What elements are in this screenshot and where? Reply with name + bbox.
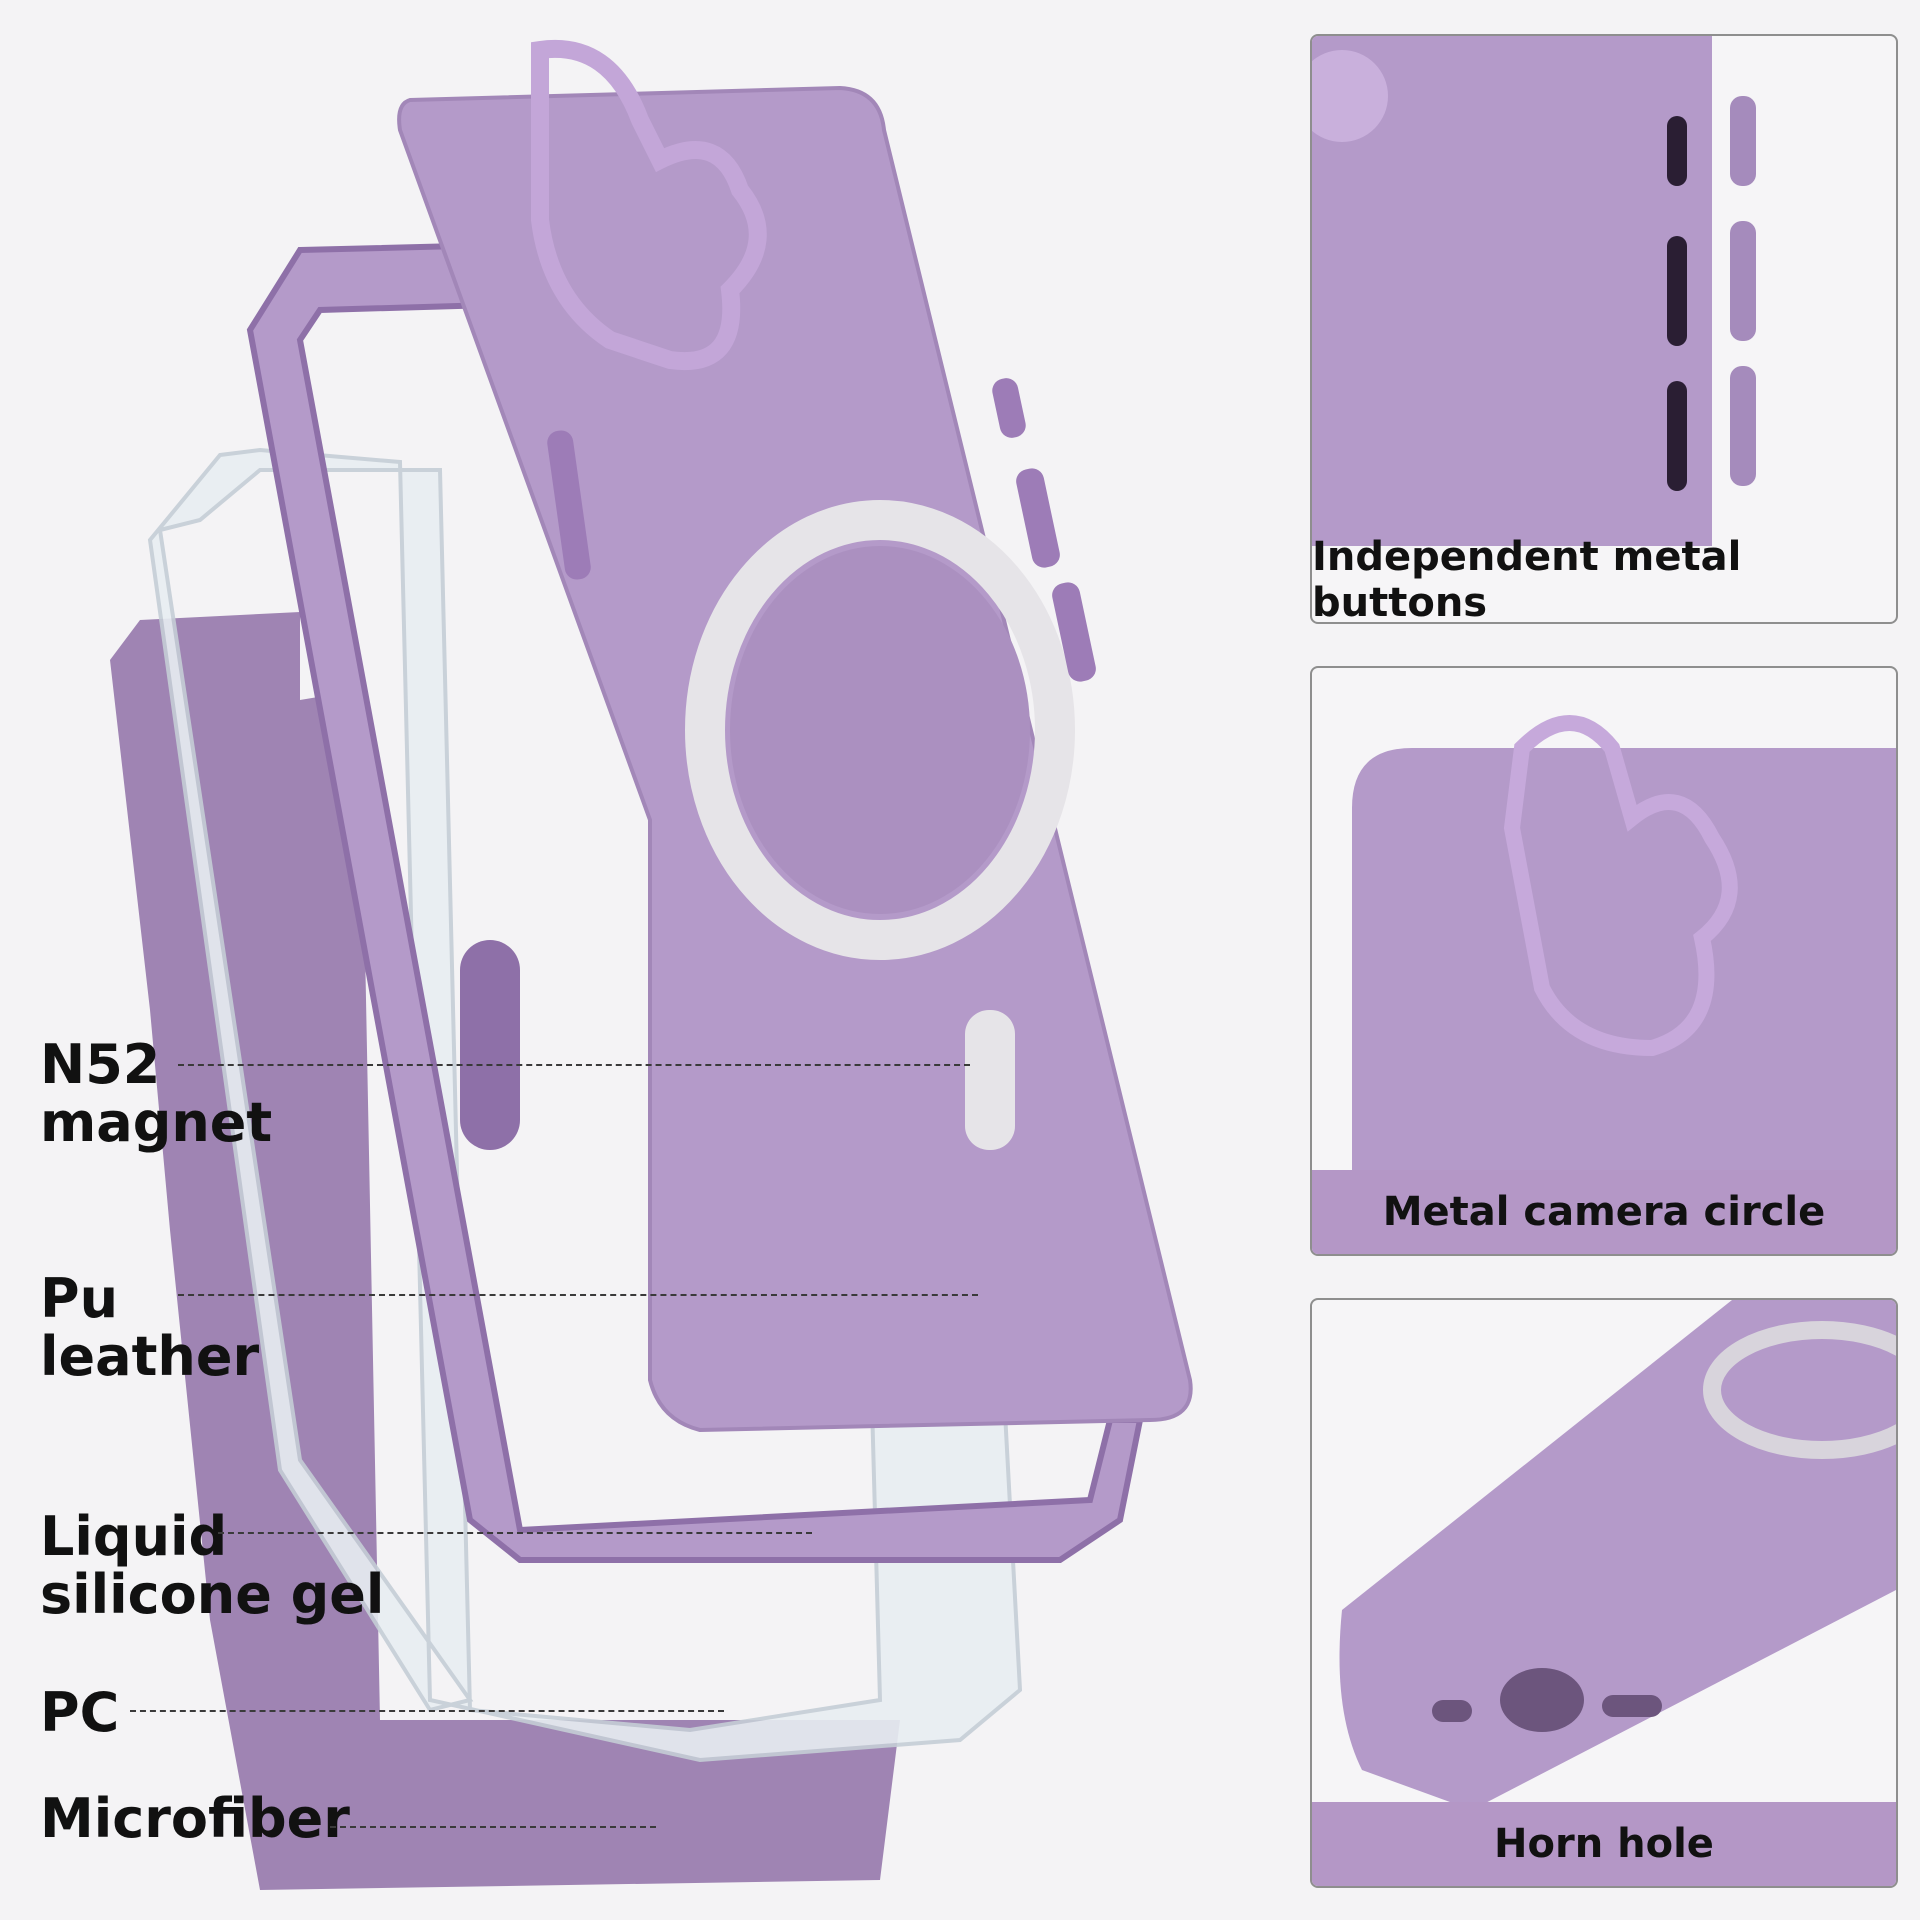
layer-label-line: Liquid xyxy=(40,1505,228,1568)
button-cutout xyxy=(1667,381,1687,491)
button-cutout xyxy=(1667,116,1687,186)
layer-label-line: PC xyxy=(40,1681,120,1744)
microfiber-lining xyxy=(110,612,900,1890)
layer-label-pc: PC xyxy=(40,1684,119,1742)
metal-button xyxy=(1730,366,1756,486)
case-bottom xyxy=(1339,1300,1896,1810)
magsafe-ring xyxy=(1703,1321,1896,1459)
metal-button-action xyxy=(992,378,1026,438)
panel-side-button xyxy=(547,430,591,580)
metal-button xyxy=(1730,96,1756,186)
feature-panel-buttons: Independent metal buttons xyxy=(1310,34,1898,624)
layer-label-line: Pu xyxy=(40,1267,119,1330)
n52-magnet-bar xyxy=(965,1010,1015,1150)
layer-label-line: silicone gel xyxy=(40,1563,385,1626)
metal-button xyxy=(1730,221,1756,341)
leader-line-microfiber xyxy=(330,1826,656,1828)
leader-line-leather xyxy=(178,1294,978,1296)
layer-label-microfiber: Microfiber xyxy=(40,1790,350,1848)
leader-line-silicone xyxy=(218,1532,812,1534)
speaker-hole xyxy=(1432,1700,1472,1722)
leader-line-pc xyxy=(130,1710,724,1712)
feature-panel-camera: Metal camera circle xyxy=(1310,666,1898,1256)
pc-shell xyxy=(147,447,1023,1763)
layer-label-line: magnet xyxy=(40,1091,273,1154)
leader-line-magnet xyxy=(178,1064,970,1066)
charge-port xyxy=(1500,1668,1584,1732)
metal-camera-ring xyxy=(531,39,767,371)
layer-label-line: Microfiber xyxy=(40,1787,350,1850)
camera-ring xyxy=(1503,715,1738,1057)
metal-button-volume-up xyxy=(1016,468,1060,568)
speaker-hole xyxy=(1602,1695,1662,1717)
camera-lens-edge xyxy=(1312,50,1388,142)
speaker-hole-icon xyxy=(1339,1300,1896,1810)
feature-panel-horn: Horn hole xyxy=(1310,1298,1898,1888)
layer-label-line: N52 xyxy=(40,1033,161,1096)
case-corner xyxy=(1352,748,1896,1254)
feature-caption-horn: Horn hole xyxy=(1312,1802,1896,1886)
button-cutout xyxy=(1667,236,1687,346)
magnet-ring-inner xyxy=(730,546,1030,914)
metal-button-volume-down xyxy=(1052,582,1096,682)
camera-ring-icon xyxy=(1352,715,1896,1254)
n52-magnet-ring xyxy=(685,500,1075,960)
frame-side-cutout xyxy=(460,940,520,1150)
layer-label-leather: Pu leather xyxy=(40,1270,259,1386)
feature-caption-camera: Metal camera circle xyxy=(1312,1170,1896,1254)
layer-label-magnet: N52 magnet xyxy=(40,1036,272,1152)
layer-label-silicone: Liquid silicone gel xyxy=(40,1508,384,1624)
layer-label-line: leather xyxy=(40,1325,260,1388)
exploded-case-illustration xyxy=(110,39,1193,1890)
feature-caption-buttons: Independent metal buttons xyxy=(1312,534,1742,624)
metal-buttons-icon xyxy=(1312,36,1756,546)
